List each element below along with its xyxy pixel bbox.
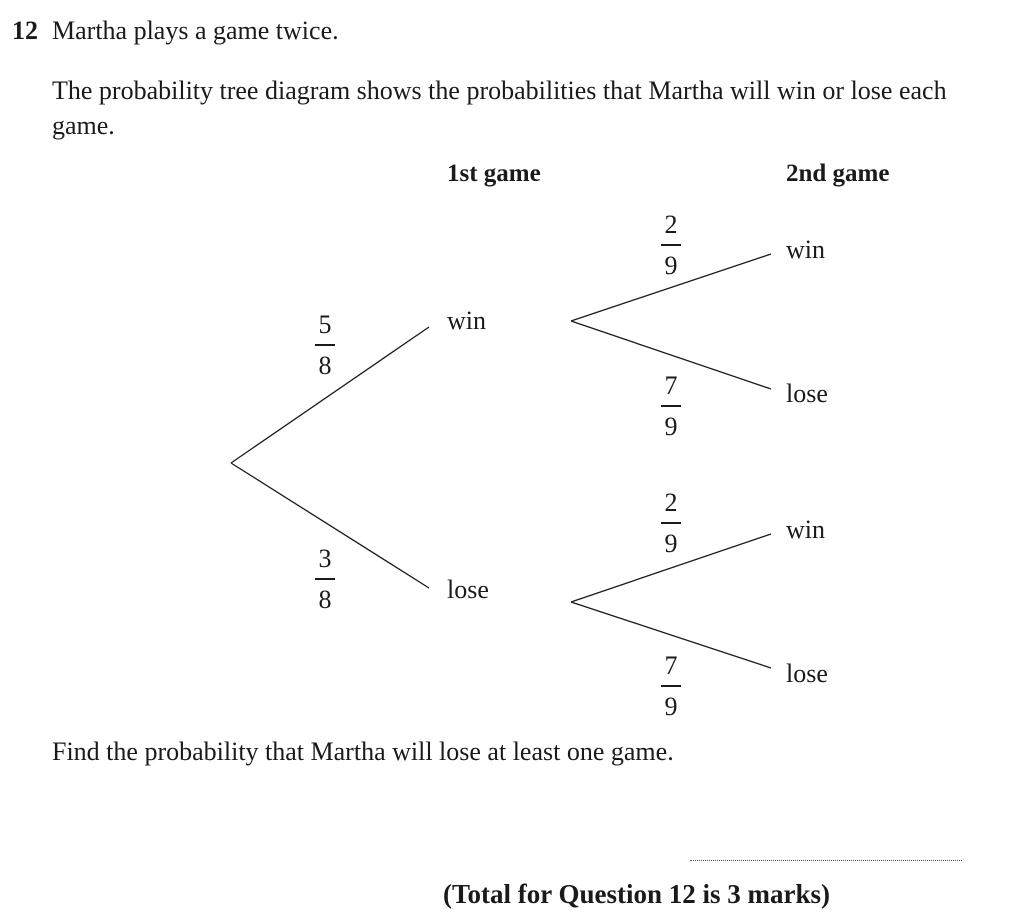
question-description: The probability tree diagram shows the p… xyxy=(52,76,947,140)
fraction-bar xyxy=(661,685,681,687)
prob-first-win: 5 8 xyxy=(310,312,340,379)
branch-lose-win xyxy=(570,533,772,603)
outcome-first-win: win xyxy=(447,306,486,335)
branch-win-win xyxy=(570,253,772,322)
branch-win-lose xyxy=(570,320,772,390)
question-intro: Martha plays a game twice. xyxy=(52,16,339,45)
header-1st-game: 1st game xyxy=(447,160,541,187)
prob-win-lose: 7 9 xyxy=(656,373,686,440)
header-2nd-game: 2nd game xyxy=(786,160,890,187)
fraction-bar xyxy=(315,578,335,580)
outcome-lose-win: win xyxy=(786,515,825,544)
total-marks: (Total for Question 12 is 3 marks) xyxy=(443,879,831,909)
outcome-win-win: win xyxy=(786,235,825,264)
question-prompt: Find the probability that Martha will lo… xyxy=(52,737,674,766)
prob-lose-win: 2 9 xyxy=(656,490,686,557)
fraction-bar xyxy=(661,522,681,524)
outcome-win-lose: lose xyxy=(786,379,828,408)
fraction-bar xyxy=(661,244,681,246)
outcome-first-lose: lose xyxy=(447,575,489,604)
fraction-bar xyxy=(661,405,681,407)
prob-lose-lose: 7 9 xyxy=(656,653,686,720)
outcome-lose-lose: lose xyxy=(786,659,828,688)
answer-line[interactable] xyxy=(690,860,962,861)
prob-first-lose: 3 8 xyxy=(310,546,340,613)
branch-first-win xyxy=(230,326,430,464)
branch-lose-lose xyxy=(570,601,772,669)
prob-win-win: 2 9 xyxy=(656,212,686,279)
fraction-bar xyxy=(315,344,335,346)
question-number: 12 xyxy=(12,16,38,45)
branch-first-lose xyxy=(230,462,430,589)
